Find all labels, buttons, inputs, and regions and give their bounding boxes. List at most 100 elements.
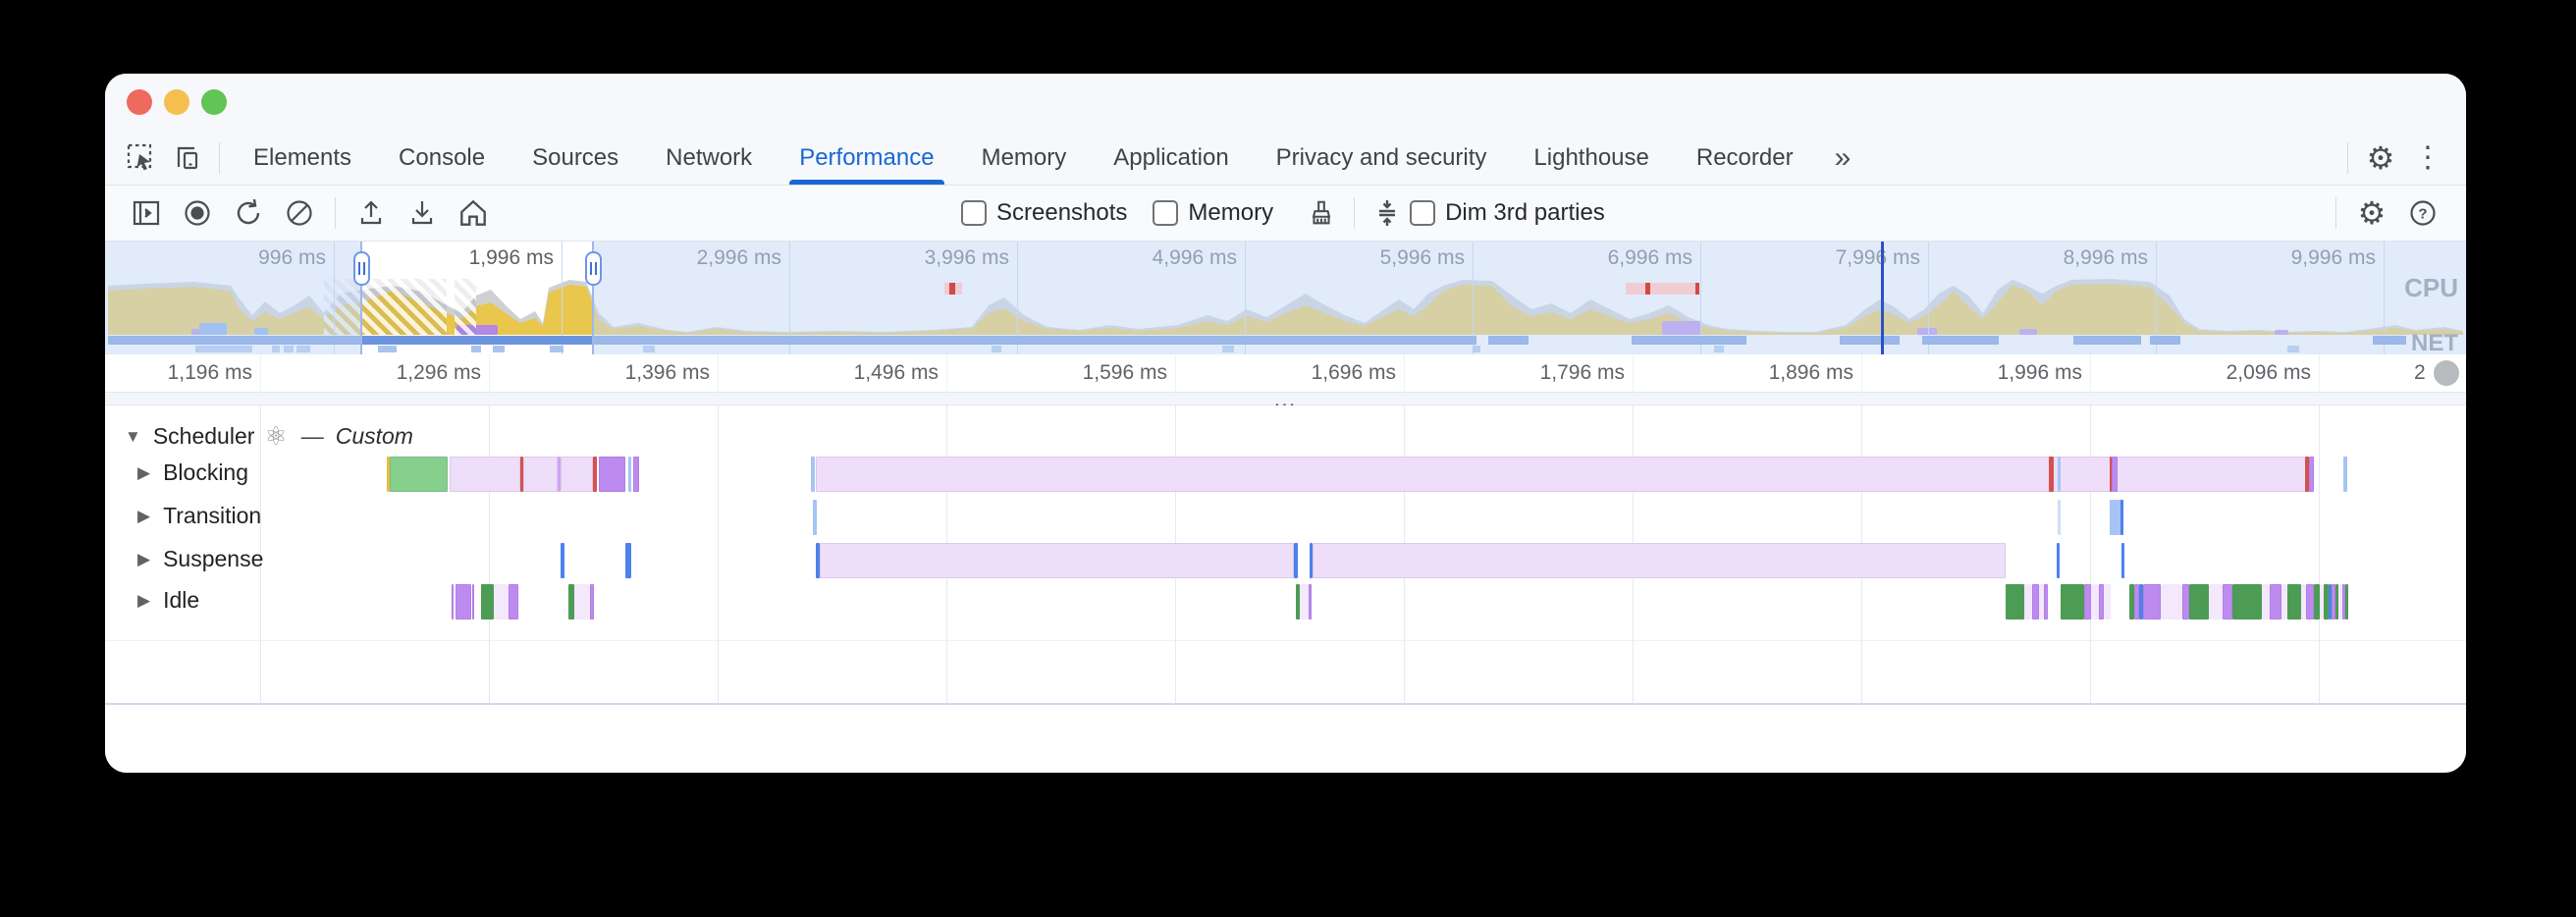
flame-bar-idle[interactable] xyxy=(2084,584,2091,620)
collapse-sections-icon[interactable] xyxy=(1365,191,1410,235)
flame-bar-blocking[interactable] xyxy=(523,457,558,492)
flame-bar-idle[interactable] xyxy=(590,584,594,620)
flame-bar-transition[interactable] xyxy=(2110,500,2121,535)
expand-triangle-icon[interactable]: ▶ xyxy=(137,506,151,525)
flame-bar-idle[interactable] xyxy=(1300,584,1309,620)
flame-bar-blocking[interactable] xyxy=(2049,457,2054,492)
scheduler-track-header[interactable]: ▼ Scheduler ⚛ — Custom xyxy=(125,421,413,452)
garbage-collect-icon[interactable] xyxy=(1299,191,1344,235)
flame-bar-idle[interactable] xyxy=(2306,584,2314,620)
toggle-sidebar-icon[interactable] xyxy=(121,191,172,235)
record-icon[interactable] xyxy=(172,191,223,235)
flame-bar-suspense[interactable] xyxy=(2057,543,2060,578)
flame-bar-idle[interactable] xyxy=(2281,584,2287,620)
flame-bar-suspense[interactable] xyxy=(820,543,1294,578)
flame-bar-blocking[interactable] xyxy=(633,457,639,492)
track-row-label-transition[interactable]: ▶Transition xyxy=(137,503,261,529)
flame-bar-blocking[interactable] xyxy=(561,457,593,492)
flame-bar-blocking[interactable] xyxy=(811,457,815,492)
home-icon[interactable] xyxy=(448,191,499,235)
flame-bar-idle[interactable] xyxy=(574,584,590,620)
track-row-label-blocking[interactable]: ▶Blocking xyxy=(137,459,248,486)
flame-bar-idle[interactable] xyxy=(2104,584,2111,620)
flame-bar-idle[interactable] xyxy=(2287,584,2301,620)
scrollbar-thumb[interactable] xyxy=(2434,360,2459,386)
flame-bar-transition[interactable] xyxy=(813,500,817,535)
tab-sources[interactable]: Sources xyxy=(532,143,619,171)
flame-bar-blocking[interactable] xyxy=(628,457,631,492)
flame-bar-blocking[interactable] xyxy=(816,457,2309,492)
flame-bar-suspense[interactable] xyxy=(2121,543,2124,578)
expand-triangle-icon[interactable]: ▶ xyxy=(137,549,151,568)
minimize-button[interactable] xyxy=(164,89,189,115)
flame-bar-suspense[interactable] xyxy=(816,543,820,578)
checkbox-box[interactable] xyxy=(961,200,987,226)
flame-bar-idle[interactable] xyxy=(2139,584,2143,620)
settings-gear-icon[interactable]: ⚙ xyxy=(2366,139,2395,176)
flame-bar-suspense[interactable] xyxy=(1310,543,1313,578)
more-tabs-button[interactable]: » xyxy=(1834,140,1852,174)
tab-lighthouse[interactable]: Lighthouse xyxy=(1533,143,1649,171)
screenshots-checkbox[interactable]: Screenshots xyxy=(961,199,1127,227)
flame-bar-idle[interactable] xyxy=(472,584,474,620)
reload-record-icon[interactable] xyxy=(223,191,274,235)
flame-bar-blocking[interactable] xyxy=(2309,457,2314,492)
flame-bar-idle[interactable] xyxy=(2324,584,2329,620)
flame-bar-blocking[interactable] xyxy=(593,457,597,492)
flame-bar-blocking[interactable] xyxy=(390,457,448,492)
flame-bar-idle[interactable] xyxy=(2329,584,2332,620)
flame-bar-idle[interactable] xyxy=(2161,584,2182,620)
selection-left-handle[interactable] xyxy=(353,251,370,286)
selection-left-edge[interactable] xyxy=(360,242,362,354)
flame-bar-blocking[interactable] xyxy=(2058,457,2061,492)
panel-resize-handle[interactable]: … xyxy=(105,386,2466,412)
flame-bar-suspense[interactable] xyxy=(1294,543,1298,578)
flame-bar-idle[interactable] xyxy=(2338,584,2342,620)
flame-bar-idle[interactable] xyxy=(2345,584,2348,620)
flame-bar-idle[interactable] xyxy=(2189,584,2209,620)
clear-icon[interactable] xyxy=(274,191,325,235)
flame-bar-idle[interactable] xyxy=(2099,584,2104,620)
flame-bar-idle[interactable] xyxy=(2129,584,2134,620)
flame-bar-idle[interactable] xyxy=(2024,584,2032,620)
flame-bar-idle[interactable] xyxy=(509,584,518,620)
flame-bar-suspense[interactable] xyxy=(561,543,564,578)
flame-bar-suspense[interactable] xyxy=(625,543,631,578)
inspect-element-icon[interactable] xyxy=(119,136,164,180)
tab-performance[interactable]: Performance xyxy=(776,131,957,185)
flame-bar-idle[interactable] xyxy=(2314,584,2320,620)
zoom-button[interactable] xyxy=(201,89,227,115)
flame-bar-idle[interactable] xyxy=(494,584,509,620)
flame-bar-idle[interactable] xyxy=(2342,584,2345,620)
checkbox-box[interactable] xyxy=(1410,200,1436,226)
flame-bar-idle[interactable] xyxy=(2061,584,2084,620)
tab-console[interactable]: Console xyxy=(399,143,486,171)
track-row-label-idle[interactable]: ▶Idle xyxy=(137,587,199,614)
dim-3rd-parties-checkbox[interactable]: Dim 3rd parties xyxy=(1410,199,1605,227)
flame-bar-suspense[interactable] xyxy=(1313,543,2006,578)
capture-settings-gear-icon[interactable]: ⚙ xyxy=(2357,195,2387,231)
flame-bar-blocking[interactable] xyxy=(599,457,625,492)
flame-bar-idle[interactable] xyxy=(2232,584,2262,620)
help-icon[interactable]: ? xyxy=(2397,191,2448,235)
flame-bar-blocking[interactable] xyxy=(450,457,520,492)
flame-bar-blocking[interactable] xyxy=(2305,457,2309,492)
flame-bar-idle[interactable] xyxy=(2320,584,2324,620)
flame-bar-idle[interactable] xyxy=(2223,584,2232,620)
tab-network[interactable]: Network xyxy=(666,143,753,171)
flame-bar-idle[interactable] xyxy=(1309,584,1312,620)
selection-right-edge[interactable] xyxy=(592,242,594,354)
close-button[interactable] xyxy=(127,89,152,115)
flame-bar-idle[interactable] xyxy=(2209,584,2223,620)
tab-memory[interactable]: Memory xyxy=(981,143,1067,171)
expand-triangle-icon[interactable]: ▶ xyxy=(137,462,151,482)
flame-bar-blocking[interactable] xyxy=(2343,457,2347,492)
tab-elements[interactable]: Elements xyxy=(253,143,352,171)
collapse-triangle-icon[interactable]: ▼ xyxy=(125,426,141,446)
flame-bar-idle[interactable] xyxy=(2270,584,2281,620)
upload-profile-icon[interactable] xyxy=(346,191,397,235)
selection-right-handle[interactable] xyxy=(585,251,602,286)
flame-bar-idle[interactable] xyxy=(568,584,574,620)
tab-recorder[interactable]: Recorder xyxy=(1695,143,1794,171)
